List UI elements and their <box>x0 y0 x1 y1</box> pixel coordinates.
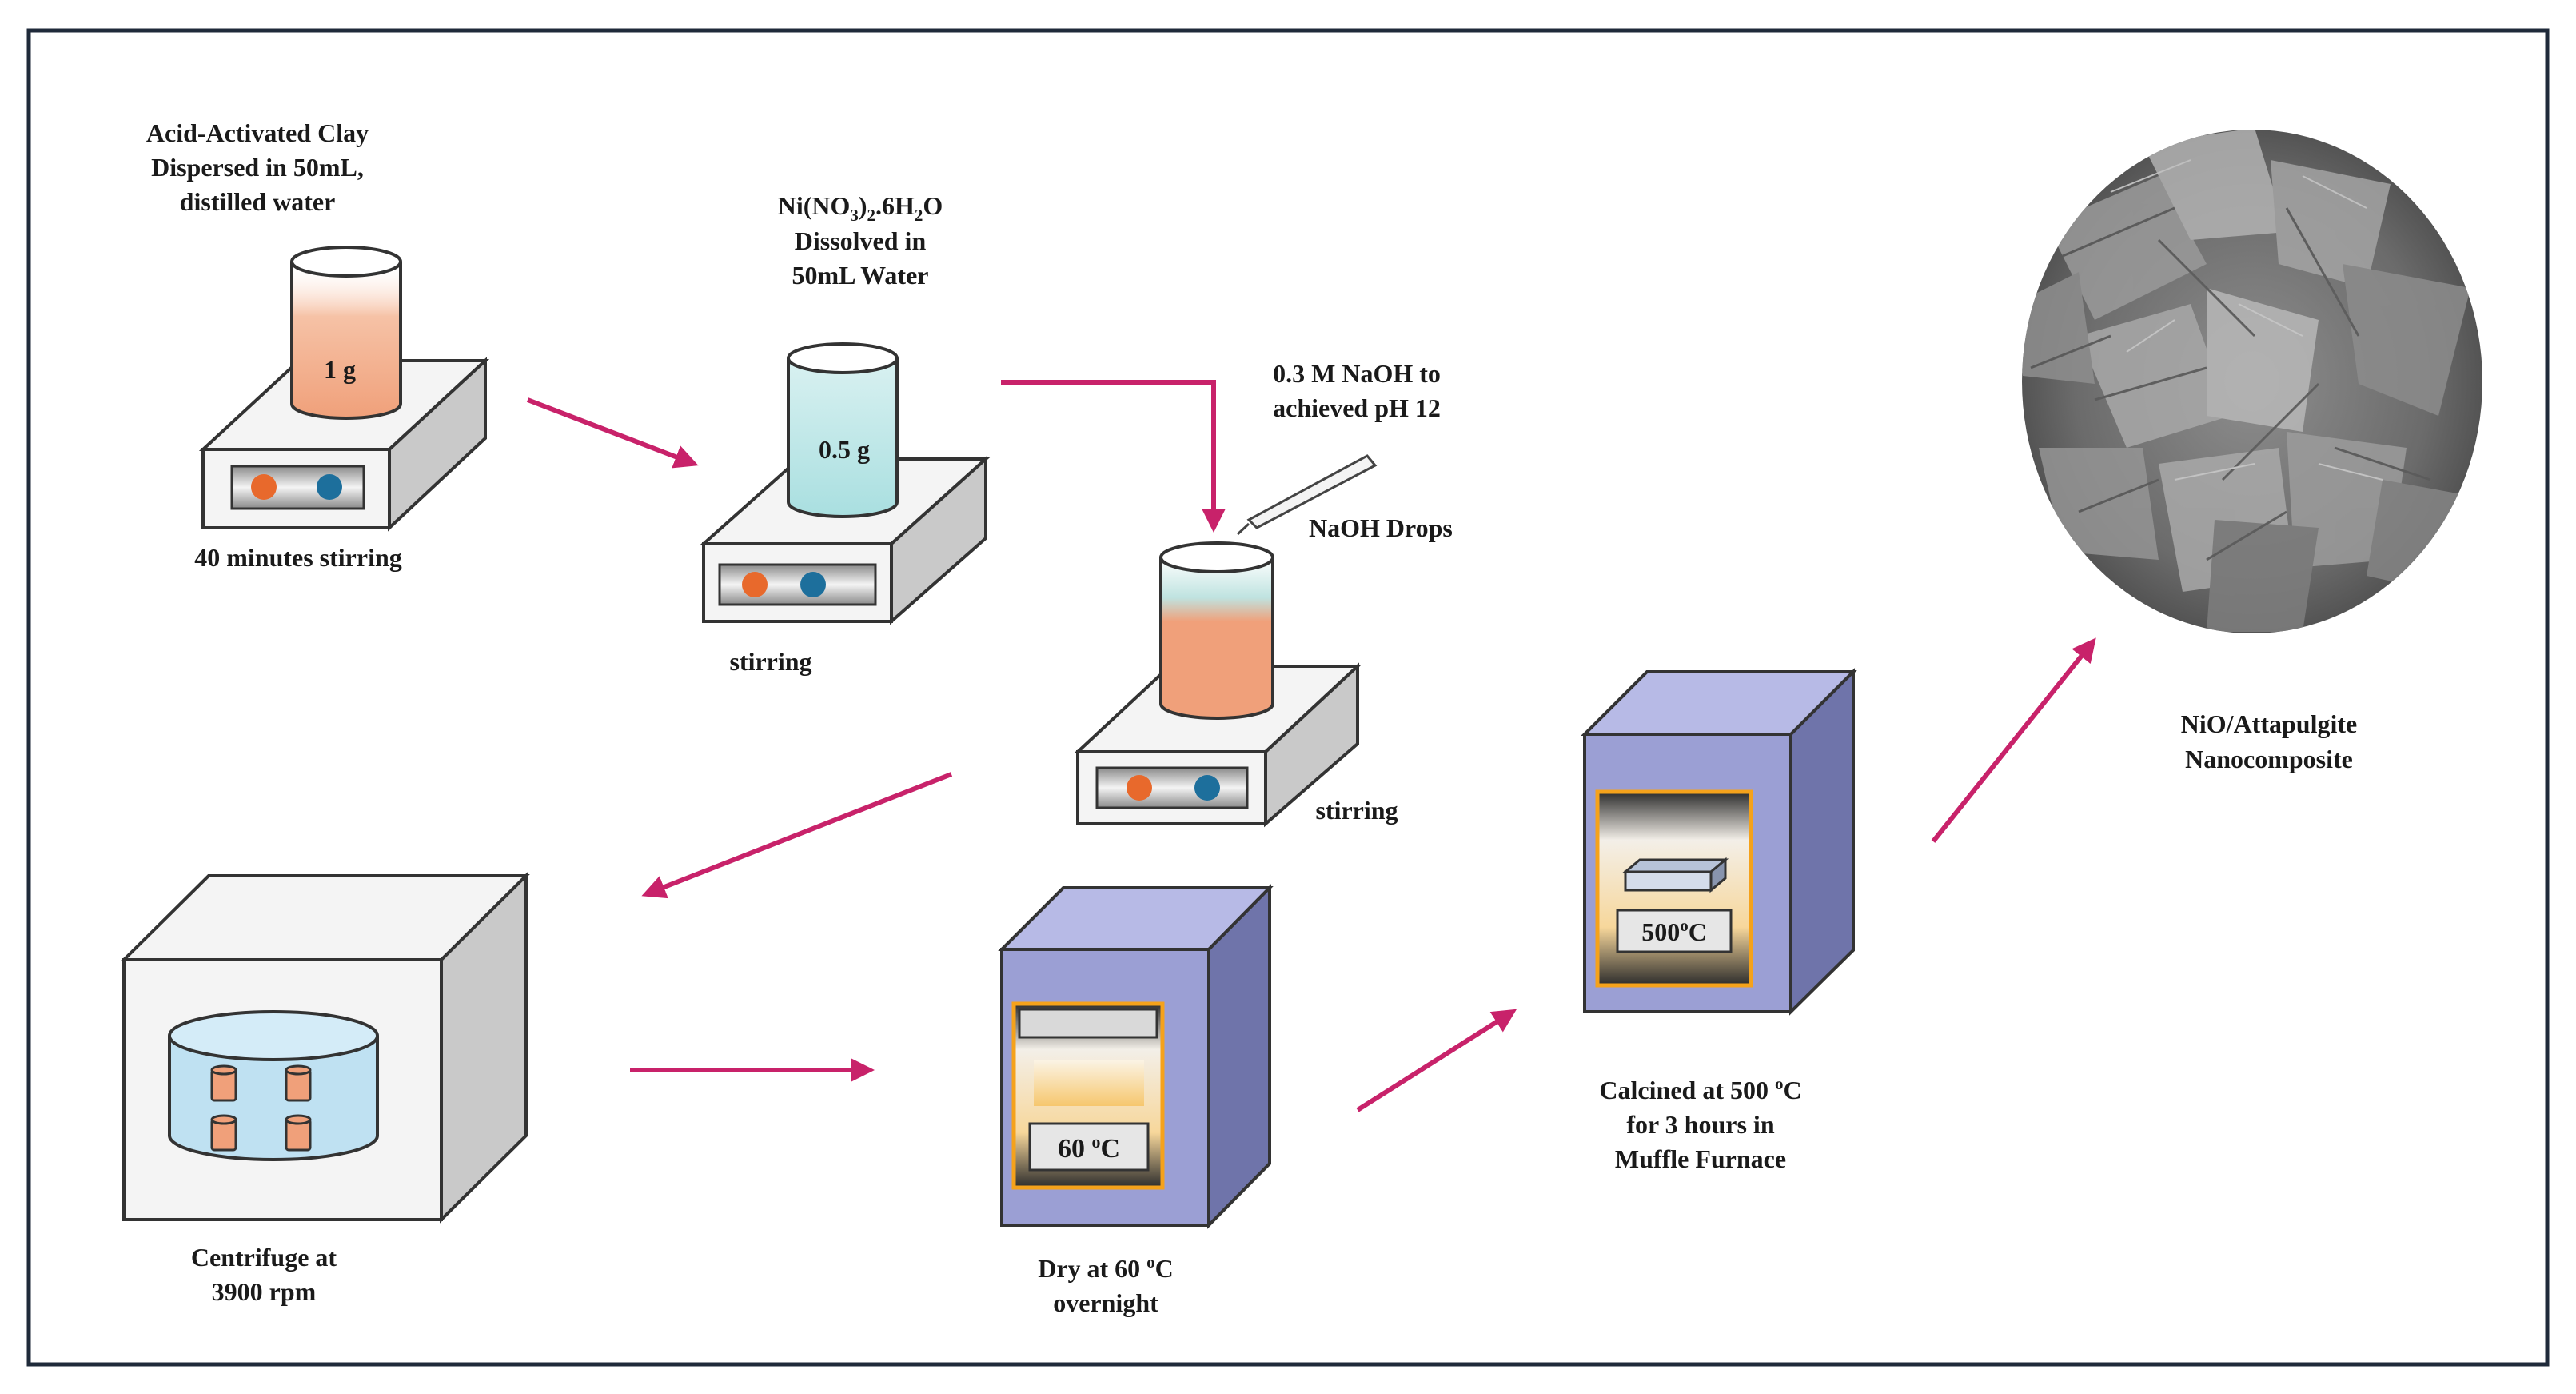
step3-naoh-1: 0.3 M NaOH to <box>1273 359 1441 388</box>
step4-caption-2: 3900 rpm <box>212 1277 317 1306</box>
step4-group: Centrifuge at 3900 rpm <box>120 872 530 1306</box>
step3-naoh-2: achieved pH 12 <box>1273 393 1441 422</box>
step3-drops-label: NaOH Drops <box>1309 513 1453 542</box>
sem-micrograph-image <box>2022 130 2482 633</box>
dropper-pipette-icon <box>1236 454 1378 536</box>
beaker-3 <box>1159 541 1274 720</box>
stir-knob-orange-icon <box>251 474 277 500</box>
oven-display: 60 oC <box>1058 1132 1120 1164</box>
frame-border <box>26 28 2550 1367</box>
step3-stir-label: stirring <box>1315 796 1398 825</box>
step5-caption-2: overnight <box>1053 1288 1158 1317</box>
product-caption-2: Nanocomposite <box>2185 745 2353 773</box>
step2-formula: Ni(NO3)2.6H2O <box>778 191 943 225</box>
arrow-3-to-4 <box>641 772 953 899</box>
arrow-2-to-3 <box>1001 380 1226 533</box>
step2-stir-label: stirring <box>729 647 811 676</box>
drying-oven-icon <box>998 884 1274 1229</box>
arrow-6-to-product <box>1931 637 2096 843</box>
product-caption-1: NiO/Attapulgite <box>2181 709 2357 738</box>
step5-caption-1: Dry at 60 oC <box>1038 1252 1174 1283</box>
step5-group: 60 oC Dry at 60 oC overnight <box>998 884 1274 1317</box>
furnace-display: 500oC <box>1641 916 1707 946</box>
beaker-1 <box>290 246 402 420</box>
step2-group: Ni(NO3)2.6H2O Dissolved in 50mL Water 0.… <box>699 191 991 676</box>
step6-caption-3: Muffle Furnace <box>1615 1144 1786 1173</box>
step1-caption-2: Dispersed in 50mL, <box>151 153 364 182</box>
step4-caption-1: Centrifuge at <box>191 1243 337 1272</box>
arrow-1-to-2 <box>526 397 699 469</box>
step6-caption-2: for 3 hours in <box>1626 1110 1774 1139</box>
stir-knob-blue-icon <box>317 474 342 500</box>
stirrer-plate-1 <box>198 357 490 532</box>
step1-group: Acid-Activated Clay Dispersed in 50mL, d… <box>146 118 490 572</box>
step2-caption-1: Dissolved in <box>795 226 927 255</box>
step2-caption-2: 50mL Water <box>792 261 929 290</box>
stir-knob-orange-icon <box>1127 775 1152 801</box>
step1-caption-1: Acid-Activated Clay <box>146 118 369 147</box>
beaker-1-amount: 1 g <box>324 355 356 384</box>
muffle-furnace-icon <box>1581 668 1857 1016</box>
stir-knob-blue-icon <box>800 572 826 597</box>
beaker-2 <box>787 342 899 518</box>
stir-knob-orange-icon <box>742 572 768 597</box>
step6-group: 500oC Calcined at 500 oC for 3 hours in … <box>1581 668 1857 1173</box>
centrifuge-icon <box>120 872 530 1224</box>
step1-stir-label: 40 minutes stirring <box>194 543 402 572</box>
beaker-2-amount: 0.5 g <box>819 435 870 464</box>
arrow-5-to-6 <box>1356 1009 1517 1112</box>
step3-group: 0.3 M NaOH to achieved pH 12 NaOH Drops … <box>1073 359 1453 828</box>
step1-caption-3: distilled water <box>180 187 336 216</box>
step6-caption-1: Calcined at 500 oC <box>1599 1074 1801 1104</box>
stir-knob-blue-icon <box>1194 775 1220 801</box>
